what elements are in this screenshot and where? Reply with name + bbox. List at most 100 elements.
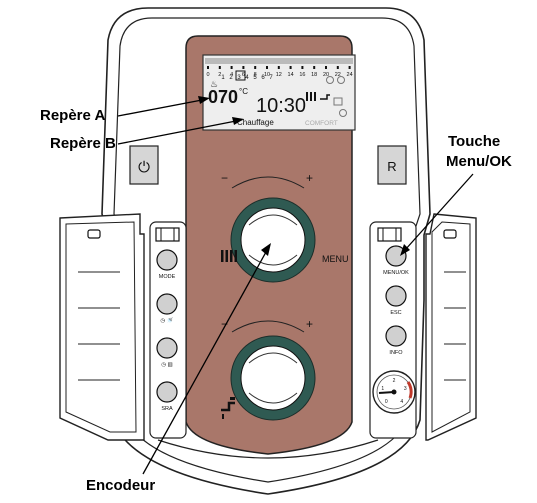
left-button-label: ◷ ▥ bbox=[161, 362, 173, 368]
weekday-digit: 3 bbox=[237, 75, 241, 81]
hour-tick-mark bbox=[277, 66, 280, 69]
lcd-comfort-text: COMFORT bbox=[305, 120, 338, 127]
leader-line-touche-menu-ok bbox=[404, 173, 474, 251]
right-round-button[interactable]: INFO bbox=[385, 325, 407, 356]
gauge-tick-label: 4 bbox=[400, 399, 403, 405]
hot-water-tap-icon bbox=[320, 94, 330, 100]
gauge-tick-labels: 0 1 2 3 4 bbox=[381, 378, 407, 405]
hour-tick-mark bbox=[301, 66, 304, 69]
bottom-cover-arc bbox=[157, 439, 379, 459]
right-side-flap bbox=[425, 213, 477, 441]
label-repere-a: Repère A bbox=[40, 107, 106, 124]
left-round-button[interactable]: ◷ 🚿 bbox=[156, 293, 178, 324]
hour-tick-label: 0 bbox=[206, 72, 209, 78]
gauge-tick-label: 0 bbox=[385, 399, 388, 405]
hour-tick-mark bbox=[313, 66, 316, 69]
arrowhead-repere-a bbox=[198, 96, 210, 104]
hour-tick-label: 24 bbox=[347, 72, 353, 78]
hour-tick-label: 16 bbox=[299, 72, 305, 78]
hour-tick-label: 10 bbox=[264, 72, 270, 78]
hour-tick-label: 12 bbox=[276, 72, 282, 78]
heating-knob[interactable]: − + bbox=[221, 171, 316, 283]
right-round-button[interactable]: MENU/OK bbox=[383, 245, 409, 276]
hour-tick-label: 4 bbox=[230, 72, 233, 78]
label-touche-line1: Touche bbox=[448, 133, 501, 150]
weekday-digit: 5 bbox=[253, 75, 257, 81]
hour-tick-mark bbox=[348, 66, 351, 69]
gauge-tick-label: 2 bbox=[393, 378, 396, 384]
hour-tick-label: 18 bbox=[311, 72, 317, 78]
lcd-temperature-unit: °C bbox=[239, 87, 248, 96]
power-button[interactable]: ⏻ bbox=[129, 145, 159, 185]
left-flap-latch-icon bbox=[87, 229, 101, 239]
hour-tick-mark bbox=[242, 66, 245, 69]
left-round-button[interactable]: MODE bbox=[156, 249, 178, 280]
water-plus-sign: + bbox=[306, 317, 313, 331]
weekday-digit: 2 bbox=[229, 75, 233, 81]
hour-tick-mark bbox=[289, 66, 292, 69]
arrowhead-repere-b bbox=[232, 117, 244, 125]
leader-line-repere-b bbox=[117, 120, 237, 145]
gauge-tick-label: 1 bbox=[381, 386, 384, 392]
label-encodeur: Encodeur bbox=[86, 477, 156, 494]
heating-radiator-icon bbox=[306, 92, 316, 101]
lcd-temperature: 070 bbox=[208, 87, 238, 107]
hour-tick-mark bbox=[266, 66, 268, 69]
right-button-label: ESC bbox=[390, 310, 401, 316]
hour-tick-mark bbox=[325, 66, 327, 69]
selected-day-box bbox=[235, 70, 246, 81]
weekday-digit: 7 bbox=[269, 75, 273, 81]
lcd-hour-bar bbox=[205, 58, 353, 64]
leader-lines bbox=[117, 96, 474, 475]
hour-tick-label: 2 bbox=[218, 72, 221, 78]
hour-tick-mark bbox=[218, 66, 221, 69]
lcd-time: 10:30 bbox=[256, 95, 306, 117]
weekday-digit: 1 bbox=[221, 75, 225, 81]
left-round-button[interactable]: SRA bbox=[156, 381, 178, 412]
left-button-label: MODE bbox=[159, 274, 176, 280]
hour-tick-mark bbox=[207, 66, 209, 69]
left-round-button[interactable]: ◷ ▥ bbox=[156, 337, 178, 368]
leader-line-encodeur bbox=[142, 251, 267, 475]
right-flap-latch-icon bbox=[443, 229, 457, 239]
arrowhead-touche-menu-ok bbox=[400, 244, 410, 256]
menu-label: MENU bbox=[322, 254, 349, 264]
label-touche-line2: Menu/OK bbox=[446, 153, 512, 170]
heating-plus-sign: + bbox=[306, 171, 313, 185]
leader-line-repere-a bbox=[117, 99, 203, 117]
left-button-stack: MODE ◷ 🚿 ◷ ▥ SRA bbox=[156, 249, 178, 412]
hour-tick-mark bbox=[254, 66, 257, 69]
right-round-button[interactable]: ESC bbox=[385, 285, 407, 316]
weekday-digit: 6 bbox=[261, 75, 265, 81]
hour-tick-mark bbox=[230, 66, 233, 69]
heating-minus-sign: − bbox=[221, 171, 228, 185]
reset-label: R bbox=[387, 159, 396, 174]
right-button-stack: MENU/OK ESC INFO bbox=[383, 245, 409, 356]
right-button-label: MENU/OK bbox=[383, 270, 409, 276]
status-icons bbox=[326, 76, 347, 117]
right-button-label: INFO bbox=[389, 350, 403, 356]
right-slot-icon bbox=[377, 227, 402, 242]
hour-tick-label: 22 bbox=[335, 72, 341, 78]
hot-water-knob[interactable]: − + bbox=[221, 317, 316, 421]
hot-water-tap-label-icon bbox=[221, 397, 235, 419]
gauge-tick-label: 3 bbox=[404, 386, 407, 392]
lcd-mode-text: Chauffage bbox=[237, 118, 274, 127]
left-button-label: SRA bbox=[161, 406, 173, 412]
left-button-label: ◷ 🚿 bbox=[160, 317, 173, 324]
water-minus-sign: − bbox=[221, 317, 228, 331]
power-icon: ⏻ bbox=[138, 159, 150, 176]
heating-radiator-label-icon bbox=[221, 250, 237, 262]
reset-button[interactable]: R bbox=[377, 145, 407, 185]
label-repere-b: Repère B bbox=[50, 135, 116, 152]
burner-flame-icon: ♨ bbox=[210, 79, 218, 89]
hour-tick-mark bbox=[336, 66, 339, 69]
pressure-gauge: 0 1 2 3 4 bbox=[372, 370, 416, 414]
arrowhead-encodeur bbox=[261, 243, 271, 256]
hour-tick-label: 8 bbox=[254, 72, 257, 78]
